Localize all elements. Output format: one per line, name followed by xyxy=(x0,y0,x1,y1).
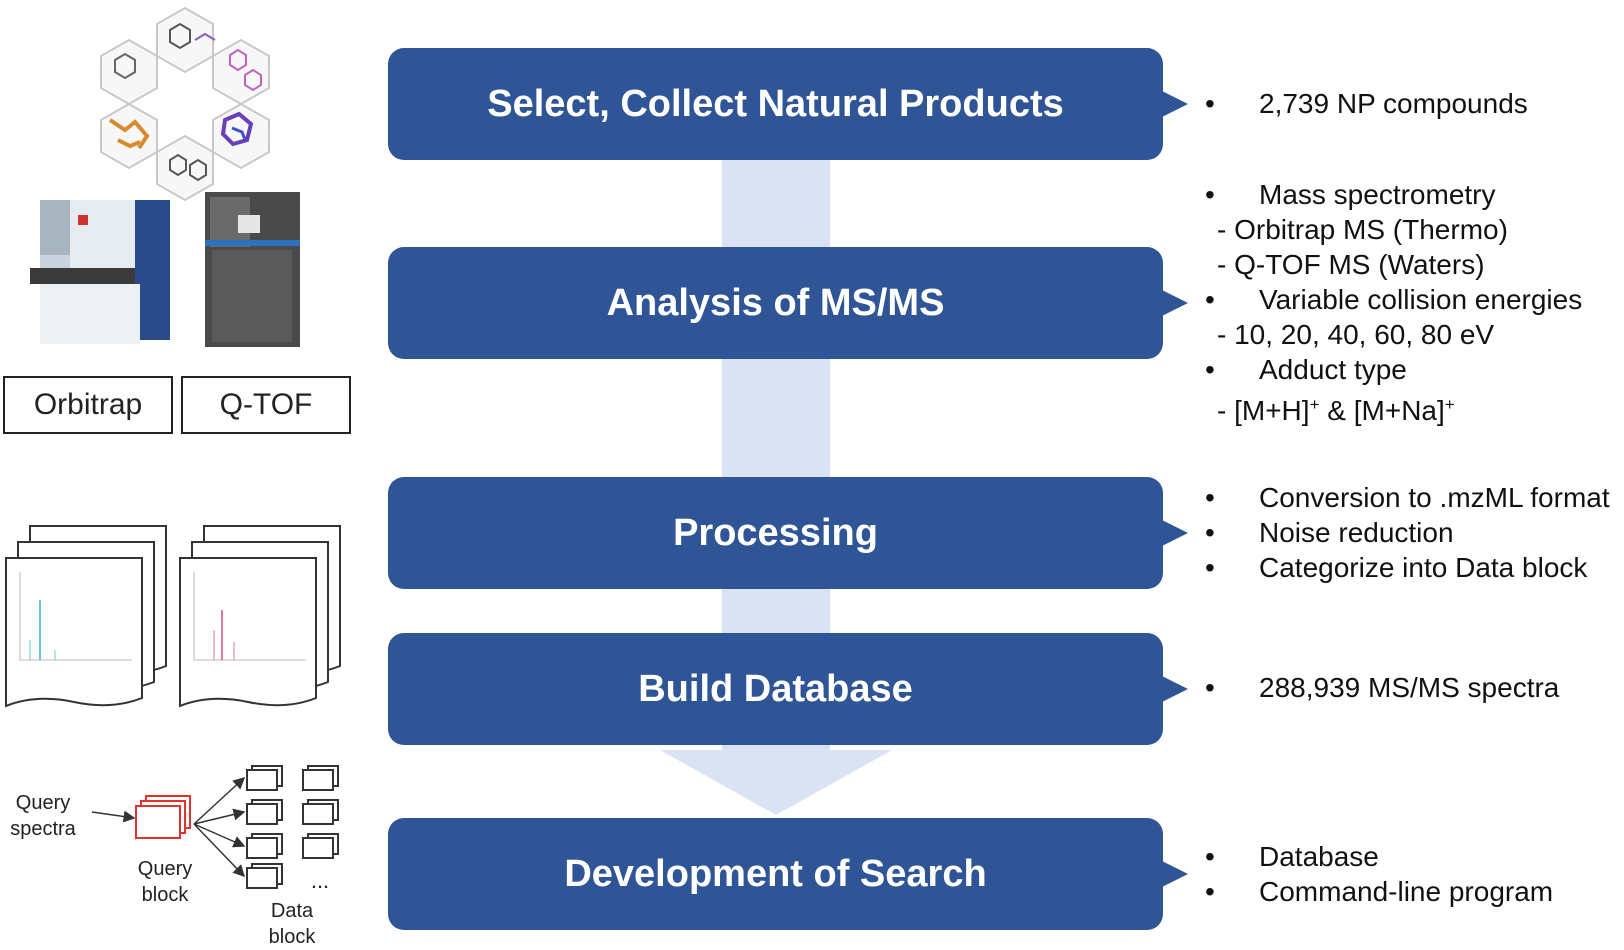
pointer-arrow-icon xyxy=(1160,675,1188,703)
note-item: •288,939 MS/MS spectra xyxy=(1205,672,1560,703)
note-item: •Command-line program xyxy=(1205,876,1554,907)
note-item: •Variable collision energies xyxy=(1205,284,1583,315)
spectra-stack-right-image xyxy=(179,525,341,708)
pointer-arrow-icon xyxy=(1160,519,1188,547)
step-label: Processing xyxy=(673,511,878,554)
step-label: Select, Collect Natural Products xyxy=(487,82,1064,125)
qtof-instrument-image xyxy=(205,192,300,347)
step-processing: Processing xyxy=(388,477,1163,589)
data-block-ellipsis: ... xyxy=(310,868,330,893)
step-label: Build Database xyxy=(638,667,913,710)
note-item: •Conversion to .mzML format xyxy=(1205,482,1610,513)
note-item: •Categorize into Data block xyxy=(1205,552,1588,583)
notes-analysis: •Mass spectrometry - Orbitrap MS (Thermo… xyxy=(1195,177,1583,426)
note-item: •Mass spectrometry xyxy=(1205,179,1496,210)
step-analysis: Analysis of MS/MS xyxy=(388,247,1163,359)
note-subitem: - 10, 20, 40, 60, 80 eV xyxy=(1217,319,1495,350)
note-subitem: - Orbitrap MS (Thermo) xyxy=(1217,214,1508,245)
molecule-hexagons-image xyxy=(100,6,270,202)
search-diagram xyxy=(91,765,339,889)
notes-search: •Database •Command-line program xyxy=(1195,839,1553,909)
note-item: •Database xyxy=(1205,841,1379,872)
notes-processing: •Conversion to .mzML format •Noise reduc… xyxy=(1195,480,1610,585)
step-select-collect: Select, Collect Natural Products xyxy=(388,48,1163,160)
step-build-database: Build Database xyxy=(388,633,1163,745)
pointer-arrow-icon xyxy=(1160,860,1188,888)
qtof-label: Q-TOF xyxy=(181,376,351,434)
notes-select: •2,739 NP compounds xyxy=(1195,86,1528,121)
notes-build: •288,939 MS/MS spectra xyxy=(1195,670,1559,705)
pointer-arrow-icon xyxy=(1160,289,1188,317)
data-block-icons xyxy=(246,765,339,889)
step-development-search: Development of Search xyxy=(388,818,1163,930)
orbitrap-instrument-image xyxy=(30,200,170,344)
note-subitem-adducts: - [M+H]+ & [M+Na]+ xyxy=(1217,395,1455,426)
note-item: •Adduct type xyxy=(1205,354,1407,385)
step-label: Analysis of MS/MS xyxy=(606,281,945,324)
spectra-stack-left-image xyxy=(5,525,167,708)
note-item: •2,739 NP compounds xyxy=(1205,88,1528,119)
pointer-arrow-icon xyxy=(1160,90,1188,118)
orbitrap-label: Orbitrap xyxy=(3,376,173,434)
note-item: •Noise reduction xyxy=(1205,517,1454,548)
note-subitem: - Q-TOF MS (Waters) xyxy=(1217,249,1485,280)
step-label: Development of Search xyxy=(564,852,987,895)
